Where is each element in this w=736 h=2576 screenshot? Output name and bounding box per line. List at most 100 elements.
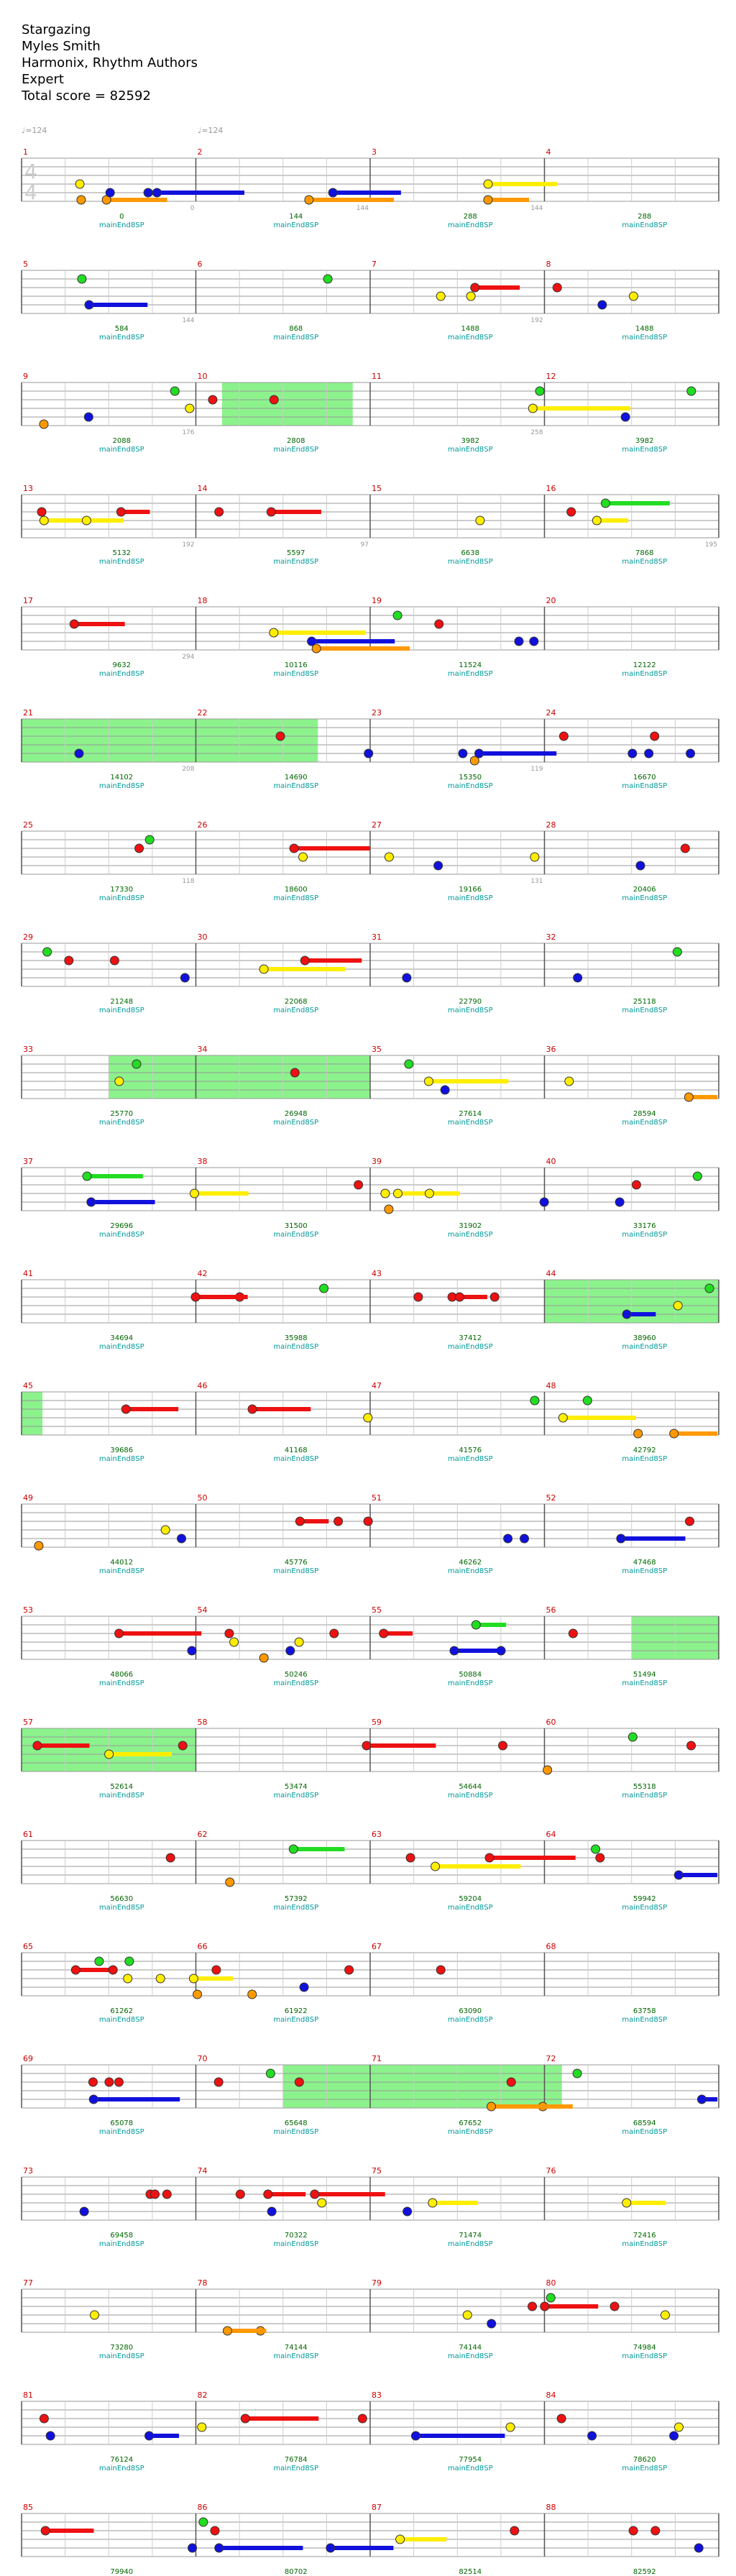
note-gem: [529, 636, 539, 646]
section-marker: mainEnd8SP: [273, 1007, 318, 1014]
note-gem: [540, 2301, 550, 2311]
note-gem: [434, 619, 444, 629]
note-gem: [188, 2543, 198, 2553]
measure-number: 81: [23, 2391, 33, 2400]
measure-score: 48066: [110, 1671, 133, 1679]
note-gem: [88, 2094, 98, 2104]
note-gem: [329, 1628, 339, 1638]
note-gem: [462, 2310, 472, 2320]
note-gem: [660, 2310, 670, 2320]
measure-score: 73280: [110, 2344, 133, 2352]
note-gem: [114, 1628, 124, 1638]
section-marker: mainEnd8SP: [448, 1904, 493, 1912]
note-gem: [413, 1292, 423, 1302]
measure-score: 70322: [285, 2232, 308, 2240]
note-gem: [323, 274, 333, 284]
song-authors: Harmonix, Rhythm Authors: [22, 55, 198, 70]
measure-subscore: 208: [182, 766, 194, 773]
measure-number: 83: [372, 2391, 382, 2400]
sustain-tail: [89, 303, 148, 307]
note-gem: [474, 748, 484, 758]
note-gem: [165, 1853, 175, 1863]
note-gem: [34, 1541, 44, 1551]
note-gem: [616, 1534, 626, 1544]
measure-number: 54: [198, 1605, 208, 1615]
note-gem: [143, 188, 153, 198]
note-gem: [79, 2206, 89, 2217]
measure-score: 288: [638, 213, 651, 221]
note-gem: [307, 636, 317, 646]
measure-score: 22068: [285, 998, 308, 1006]
note-gem: [40, 2526, 50, 2536]
note-gem: [673, 1301, 683, 1311]
note-gem: [84, 300, 94, 310]
sustain-tail: [119, 1631, 202, 1636]
sustain-tail: [305, 958, 362, 963]
sustain-tail: [454, 1649, 501, 1653]
measure-score: 9632: [113, 661, 131, 669]
note-gem: [104, 1749, 114, 1759]
measure-number: 43: [372, 1269, 382, 1278]
note-gem: [631, 1180, 641, 1190]
measure-subscore: 192: [182, 541, 194, 549]
note-gem: [82, 1171, 92, 1181]
measure-score: 51494: [633, 1671, 656, 1679]
measure-number: 86: [198, 2503, 208, 2512]
note-gem: [471, 1620, 481, 1630]
section-marker: mainEnd8SP: [448, 1567, 493, 1575]
measure-number: 42: [198, 1269, 208, 1278]
measure-subscore: 176: [182, 429, 194, 436]
measure-score: 12122: [633, 661, 656, 669]
note-gem: [42, 947, 52, 957]
measure-score: 46262: [459, 1559, 482, 1567]
measure-number: 13: [23, 484, 33, 493]
note-gem: [510, 2526, 520, 2536]
measure-score: 47468: [633, 1559, 656, 1567]
note-gem: [392, 1188, 402, 1198]
sustain-tail: [489, 1856, 576, 1860]
note-gem: [694, 2543, 704, 2553]
section-marker: mainEnd8SP: [448, 782, 493, 790]
measure-score: 584: [115, 325, 129, 333]
note-gem: [436, 291, 446, 301]
measure-number: 74: [198, 2166, 208, 2176]
section-marker: mainEnd8SP: [273, 1119, 318, 1127]
measure-score: 42792: [633, 1447, 656, 1454]
note-gem: [483, 195, 493, 205]
measure-score: 38960: [633, 1334, 656, 1342]
note-gem: [436, 1965, 446, 1975]
measure-number: 58: [198, 1718, 208, 1727]
note-gem: [104, 2077, 114, 2087]
measure-number: 47: [372, 1381, 382, 1390]
song-title: Stargazing: [22, 22, 91, 37]
measure-score: 0: [119, 213, 124, 221]
note-gem: [595, 1853, 605, 1863]
sustain-tail: [627, 1312, 656, 1316]
note-gem: [247, 1989, 257, 1999]
sustain-tail: [252, 1407, 311, 1411]
note-gem: [288, 1844, 298, 1854]
note-gem: [259, 1653, 269, 1663]
measure-number: 68: [546, 1942, 556, 1951]
measure-score: 68594: [633, 2119, 656, 2127]
note-gem: [285, 1646, 295, 1656]
section-marker: mainEnd8SP: [273, 2352, 318, 2360]
note-gem: [673, 1870, 684, 1880]
sustain-tail: [487, 198, 530, 202]
measure-score: 71474: [459, 2232, 482, 2240]
measure-score: 63758: [633, 2007, 656, 2015]
measure-subscore: 144: [356, 205, 369, 212]
measure-score: 2088: [113, 437, 131, 445]
note-gem: [114, 2077, 124, 2087]
measure-score: 21248: [110, 998, 133, 1006]
note-gem: [644, 748, 654, 758]
sustain-tail: [45, 2529, 94, 2533]
note-gem: [81, 515, 91, 526]
note-gem: [363, 1516, 373, 1526]
note-gem: [669, 1429, 679, 1439]
note-gem: [299, 1982, 309, 1992]
measure-score: 5597: [287, 549, 305, 557]
section-marker: mainEnd8SP: [99, 1231, 144, 1239]
measure-number: 37: [23, 1157, 33, 1166]
